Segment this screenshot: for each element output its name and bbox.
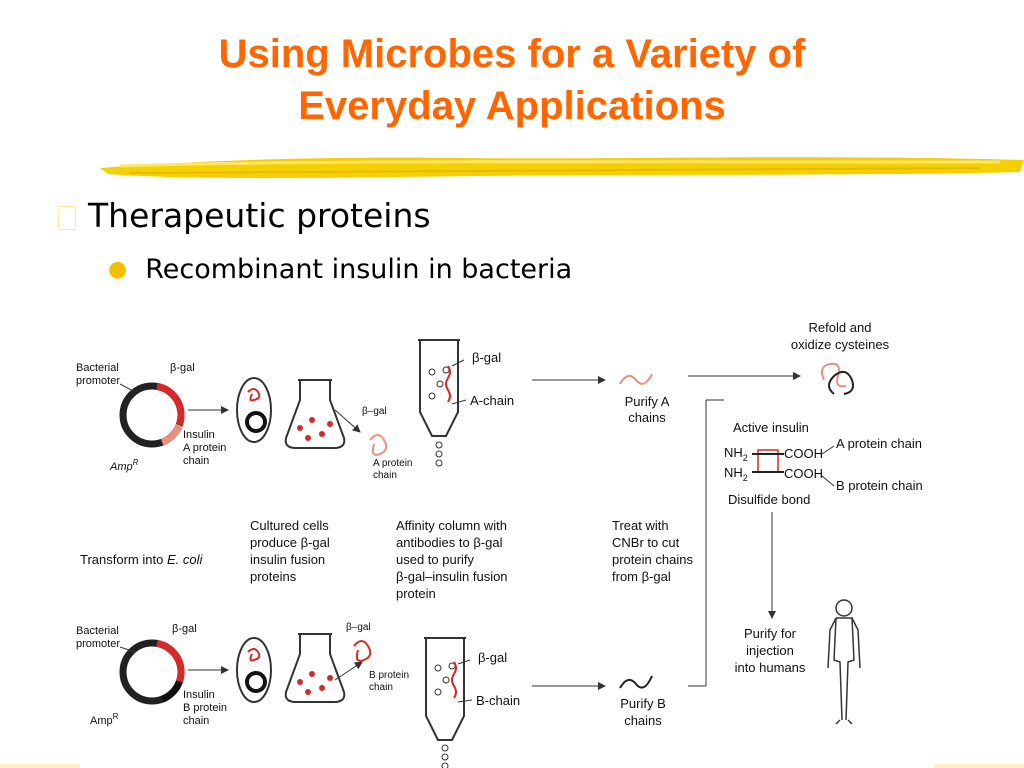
- bottom-flask-icon: [284, 633, 346, 703]
- bottom-plasmid-icon: [119, 639, 185, 705]
- top-fusion-protein-icon: [369, 434, 388, 456]
- a-protein-chain-label: A protein chain: [836, 436, 922, 451]
- top-affinity-column-icon: [418, 339, 460, 467]
- bullet-recombinant-insulin: ● Recombinant insulin in bacteria: [108, 254, 572, 285]
- footer-bar-right: [934, 764, 1024, 768]
- leader-line: [821, 475, 835, 487]
- bullet-box-icon: [58, 205, 76, 230]
- a-chain-icon: [619, 373, 653, 385]
- active-insulin-label: Active insulin: [733, 420, 809, 435]
- top-bacterium-icon: [236, 377, 272, 443]
- top-fusion-bgal-label: β–gal: [362, 406, 387, 417]
- top-amp-label: AmpR: [109, 458, 139, 473]
- disulfide-bond-label: Disulfide bond: [728, 492, 810, 507]
- leader-line: [457, 659, 471, 665]
- top-column-bgal-label: β-gal: [472, 350, 501, 365]
- bottom-column-chain-label: B-chain: [476, 693, 520, 708]
- slide-title: Using Microbes for a Variety of Everyday…: [0, 28, 1024, 132]
- bottom-bgal-label: β-gal: [172, 623, 197, 635]
- top-column-chain-label: A-chain: [470, 393, 514, 408]
- b-protein-chain-label: B protein chain: [836, 478, 923, 493]
- bottom-fusion-protein-icon: [353, 640, 372, 662]
- leader-line: [821, 445, 835, 455]
- b-chain-icon: [619, 675, 653, 689]
- bottom-affinity-column-icon: [424, 637, 466, 768]
- nh2-label-b: NH2: [724, 465, 748, 483]
- leader-line: [119, 383, 136, 393]
- transform-label: Transform into E. coli: [80, 552, 203, 567]
- nh2-label-a: NH2: [724, 445, 748, 463]
- bullet-dot-icon: ●: [108, 257, 128, 282]
- arrow-flask-to-protein: [334, 661, 363, 681]
- leader-line: [451, 359, 465, 367]
- leader-line: [457, 699, 473, 703]
- bullet-therapeutic-proteins: Therapeutic proteins: [58, 196, 431, 235]
- bottom-fusion-bgal-label: β–gal: [346, 622, 371, 633]
- top-bgal-label: β-gal: [170, 362, 195, 374]
- top-flask-icon: [284, 379, 346, 449]
- leader-line: [451, 399, 467, 405]
- bottom-bacterium-icon: [236, 637, 272, 703]
- folded-insulin-icon: [821, 362, 854, 395]
- human-figure-icon: [827, 599, 861, 725]
- cooh-label-a: COOH: [784, 446, 823, 461]
- title-line-1: Using Microbes for a Variety of: [218, 32, 806, 76]
- top-plasmid-icon: [119, 382, 185, 448]
- bullet-text: Therapeutic proteins: [88, 196, 431, 235]
- title-line-2: Everyday Applications: [298, 84, 726, 128]
- bottom-amp-label: AmpR: [90, 712, 119, 727]
- insulin-structure-icon: [752, 449, 784, 473]
- cooh-label-b: COOH: [784, 466, 823, 481]
- bullet-text: Recombinant insulin in bacteria: [145, 254, 573, 285]
- leader-line: [119, 646, 136, 653]
- yellow-brush-stroke: [100, 157, 1024, 178]
- footer-bar-left: [0, 764, 80, 768]
- arrow-flask-to-protein: [334, 409, 361, 433]
- bottom-column-bgal-label: β-gal: [478, 650, 507, 665]
